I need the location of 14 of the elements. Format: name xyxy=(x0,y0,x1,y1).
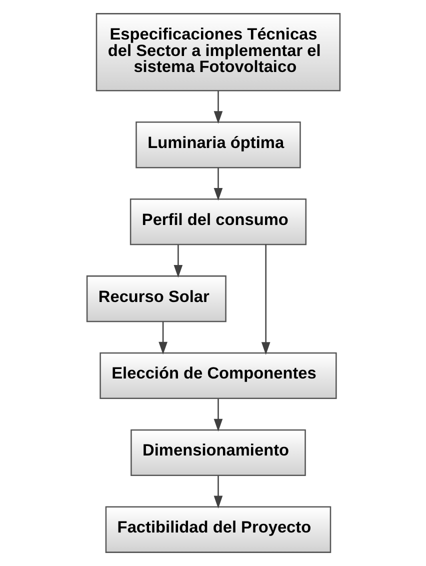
arrow xyxy=(260,244,270,355)
node-box: Dimensionamiento xyxy=(130,429,306,476)
arrow xyxy=(213,398,222,432)
arrow xyxy=(173,244,182,278)
node-box: Elección de Componentes xyxy=(99,352,336,400)
arrow xyxy=(158,322,167,355)
node-box: Recurso Solar xyxy=(86,275,226,322)
node-box: Luminaria óptima xyxy=(135,122,300,168)
node-box: Factibilidad del Proyecto xyxy=(104,506,331,553)
node-box: Perfil del consumo xyxy=(129,198,306,246)
arrow xyxy=(213,90,222,124)
node-box: Especificaciones Técnicas del Sector a implementar el sistema Fotovoltaico xyxy=(95,13,340,92)
arrow xyxy=(213,476,222,508)
arrow xyxy=(213,168,222,201)
